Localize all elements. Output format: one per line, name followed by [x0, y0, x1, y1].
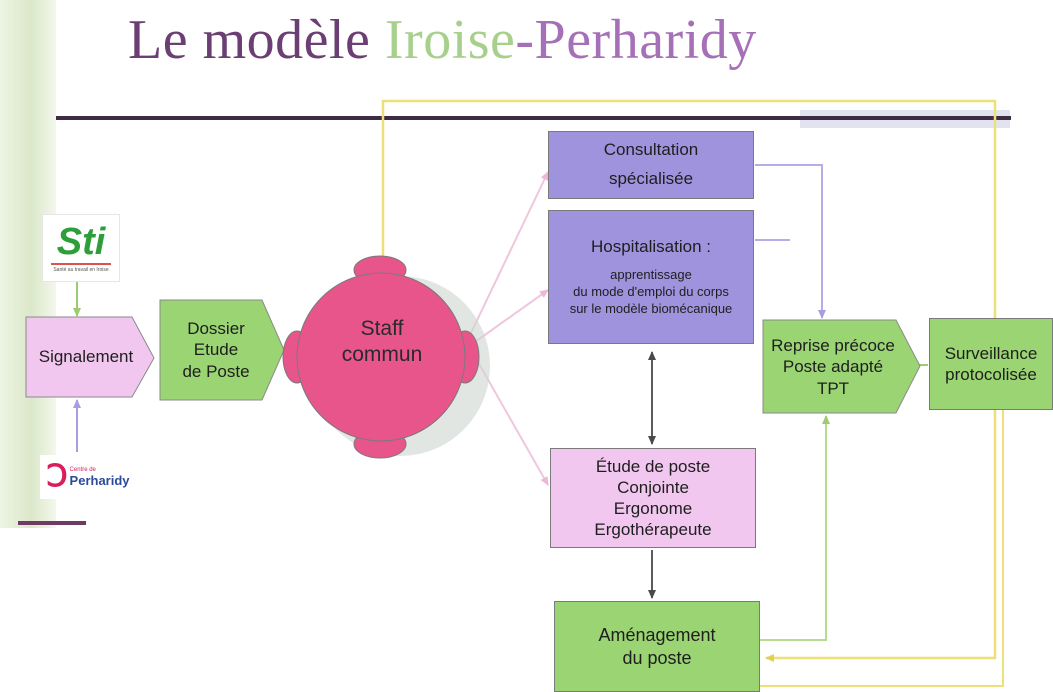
dossier-line-2: Etude — [193, 340, 239, 360]
perharidy-logo: Ↄ Centre de Perharidy — [40, 455, 136, 499]
title-part-1: Le modèle — [128, 9, 385, 71]
etude-poste-node: Étude de poste Conjointe Ergonome Ergoth… — [550, 448, 756, 548]
consultation-line-2: spécialisée — [608, 169, 694, 188]
feedback-loop-line — [381, 99, 997, 662]
surveillance-node: Surveillance protocolisée — [929, 318, 1053, 410]
sti-logo-mark: Sti — [56, 221, 106, 263]
dossier-line-1: Dossier — [187, 319, 245, 339]
title-rule — [56, 116, 1011, 120]
hospitalisation-line-1: apprentissage — [610, 267, 692, 283]
signalement-label: Signalement — [38, 347, 134, 367]
hospitalisation-node: Hospitalisation : apprentissage du mode … — [548, 210, 754, 344]
dossier-line-3: de Poste — [182, 361, 250, 381]
staff-to-etude-line — [477, 361, 549, 486]
etude-line-3: Ergonome — [613, 499, 693, 518]
staff-circle-shape — [282, 255, 480, 459]
staff-line-1: Staff — [360, 316, 404, 340]
surveillance-line-2: protocolisée — [945, 365, 1037, 384]
sti-logo: Sti Santé au travail en Iroise — [42, 214, 120, 282]
reprise-line-3: TPT — [816, 378, 850, 398]
perharidy-logo-mark: Ↄ — [46, 460, 68, 493]
dossier-shape — [159, 299, 285, 401]
reprise-line-2: Poste adapté — [782, 357, 884, 377]
surveillance-line-1: Surveillance — [944, 343, 1038, 363]
staff-node: Staff commun — [300, 300, 464, 384]
title-part-2: Iroise — [384, 9, 516, 71]
perharidy-logo-name: Perharidy — [69, 472, 130, 488]
signalement-shape — [25, 316, 155, 398]
perharidy-logo-small: Centre de — [69, 466, 96, 473]
sti-logo-tagline: Santé au travail en Iroise — [53, 267, 109, 273]
consultation-to-reprise-line — [755, 164, 826, 319]
amenagement-to-reprise-line — [760, 415, 830, 641]
page-title: Le modèle Iroise-Perharidy — [128, 8, 757, 72]
consultation-line-1: Consultation — [603, 140, 699, 160]
etude-line-2: Conjointe — [617, 477, 689, 497]
staff-to-consultation-line — [469, 171, 549, 336]
hospitalisation-line-2: du mode d'emploi du corps — [573, 284, 729, 300]
hospitalisation-title: Hospitalisation : — [590, 237, 711, 257]
amenagement-line-1: Aménagement — [598, 625, 716, 645]
signalement-node: Signalement — [26, 317, 146, 397]
reprise-line-1: Reprise précoce — [771, 336, 895, 356]
etude-line-1: Étude de poste — [595, 456, 711, 476]
hospitalisation-line-3: sur le modèle biomécanique — [569, 301, 733, 317]
surveillance-link-line — [700, 410, 1004, 687]
amenagement-line-2: du poste — [622, 647, 692, 668]
staff-line-2: commun — [341, 343, 423, 366]
etude-line-4: Ergothérapeute — [594, 520, 712, 540]
amenagement-node: Aménagement du poste — [554, 601, 760, 692]
title-part-3: -Perharidy — [515, 9, 757, 71]
reprise-shape — [762, 319, 921, 414]
consultation-node: Consultation spécialisée — [548, 131, 754, 199]
reprise-node: Reprise précoce Poste adapté TPT — [752, 322, 914, 412]
left-decor-rule — [18, 521, 86, 525]
staff-to-hospitalisation-line — [474, 289, 549, 343]
dossier-node: Dossier Etude de Poste — [160, 300, 272, 400]
